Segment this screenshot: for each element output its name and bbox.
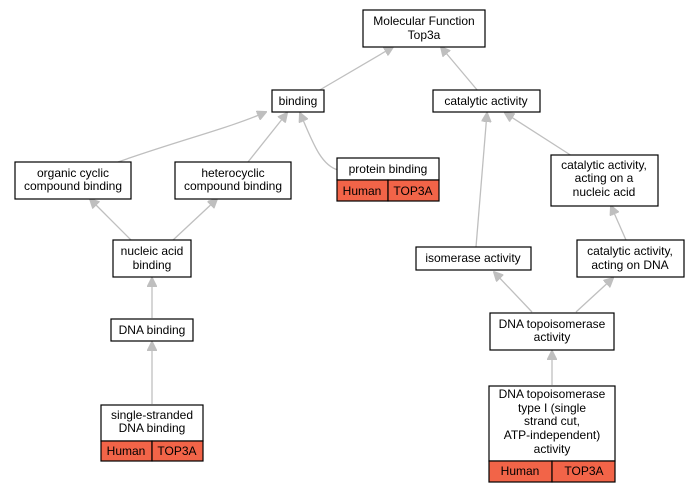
edge-topo-isomerase <box>494 272 533 313</box>
node-root-line-1: Molecular Function <box>373 14 474 28</box>
edge-heterocyclic-binding <box>247 113 287 163</box>
edge-catdna-catnucleic <box>611 206 627 241</box>
node-topo1-species: Human <box>501 464 540 478</box>
node-ss-dna[interactable]: single-stranded DNA binding Human TOP3A <box>100 404 204 462</box>
edge-binding-root <box>317 47 393 92</box>
node-protein-species: Human <box>343 184 382 198</box>
node-cat-dna-line-1: catalytic activity, <box>587 244 673 258</box>
node-topo-line-1: DNA topoisomerase <box>499 317 606 331</box>
node-cat-dna[interactable]: catalytic activity, acting on DNA <box>576 239 685 278</box>
node-organic-line-1: organic cyclic <box>37 166 109 180</box>
node-organic-line-2: compound binding <box>24 179 122 193</box>
edge-isomerase-catalytic <box>475 113 487 248</box>
node-topo1[interactable]: DNA topoisomerase type I (single strand … <box>488 385 616 483</box>
node-ss-dna-line-2: DNA binding <box>119 421 186 435</box>
node-binding-line-1: binding <box>279 94 318 108</box>
node-topo1-line-4: ATP-independent) <box>504 428 601 442</box>
node-binding[interactable]: binding <box>271 89 325 113</box>
node-heterocyclic[interactable]: heterocyclic compound binding <box>174 161 292 200</box>
node-cat-nucleic-line-3: nucleic acid <box>573 185 636 199</box>
node-nucleic[interactable]: nucleic acid binding <box>112 239 192 278</box>
node-ss-dna-line-1: single-stranded <box>111 408 193 422</box>
node-protein-gene: TOP3A <box>393 184 432 198</box>
edge-nucleic-organic <box>90 199 133 242</box>
node-catalytic-line-1: catalytic activity <box>444 94 527 108</box>
node-isomerase-line-1: isomerase activity <box>425 251 520 265</box>
edge-organic-binding <box>117 112 266 163</box>
edge-protein-binding <box>300 113 339 171</box>
node-nucleic-line-2: binding <box>133 258 172 272</box>
node-cat-nucleic-line-2: acting on a <box>575 171 634 185</box>
node-catalytic[interactable]: catalytic activity <box>432 89 541 113</box>
node-cat-nucleic[interactable]: catalytic activity, acting on a nucleic … <box>550 154 659 207</box>
node-ss-dna-species: Human <box>107 444 146 458</box>
node-root-line-2: Top3a <box>408 28 441 42</box>
node-ss-dna-gene: TOP3A <box>157 444 196 458</box>
node-organic[interactable]: organic cyclic compound binding <box>14 161 132 200</box>
node-topo-line-2: activity <box>534 330 571 344</box>
edge-catnucleic-catalytic <box>505 113 573 157</box>
node-topo1-line-1: DNA topoisomerase <box>499 387 606 401</box>
node-topo1-line-2: type I (single <box>518 401 586 415</box>
node-topo1-line-5: activity <box>534 442 571 456</box>
node-root[interactable]: Molecular Function Top3a <box>362 9 486 48</box>
node-isomerase[interactable]: isomerase activity <box>415 246 532 271</box>
node-dna-binding-line-1: DNA binding <box>119 323 186 337</box>
node-nucleic-line-1: nucleic acid <box>121 244 184 258</box>
edge-catalytic-root <box>441 47 479 92</box>
node-cat-nucleic-line-1: catalytic activity, <box>561 158 647 172</box>
edge-nucleic-heterocyclic <box>171 199 217 242</box>
node-protein[interactable]: protein binding Human TOP3A <box>336 157 440 202</box>
node-topo[interactable]: DNA topoisomerase activity <box>489 312 615 351</box>
node-heterocyclic-line-2: compound binding <box>184 179 282 193</box>
node-heterocyclic-line-1: heterocyclic <box>201 166 264 180</box>
node-protein-line-1: protein binding <box>349 162 428 176</box>
node-dna-binding[interactable]: DNA binding <box>110 318 194 342</box>
edge-topo-catdna <box>575 278 613 313</box>
node-topo1-line-3: strand cut, <box>524 414 580 428</box>
node-topo1-gene: TOP3A <box>564 464 603 478</box>
node-cat-dna-line-2: acting on DNA <box>591 258 668 272</box>
edges <box>90 47 627 404</box>
